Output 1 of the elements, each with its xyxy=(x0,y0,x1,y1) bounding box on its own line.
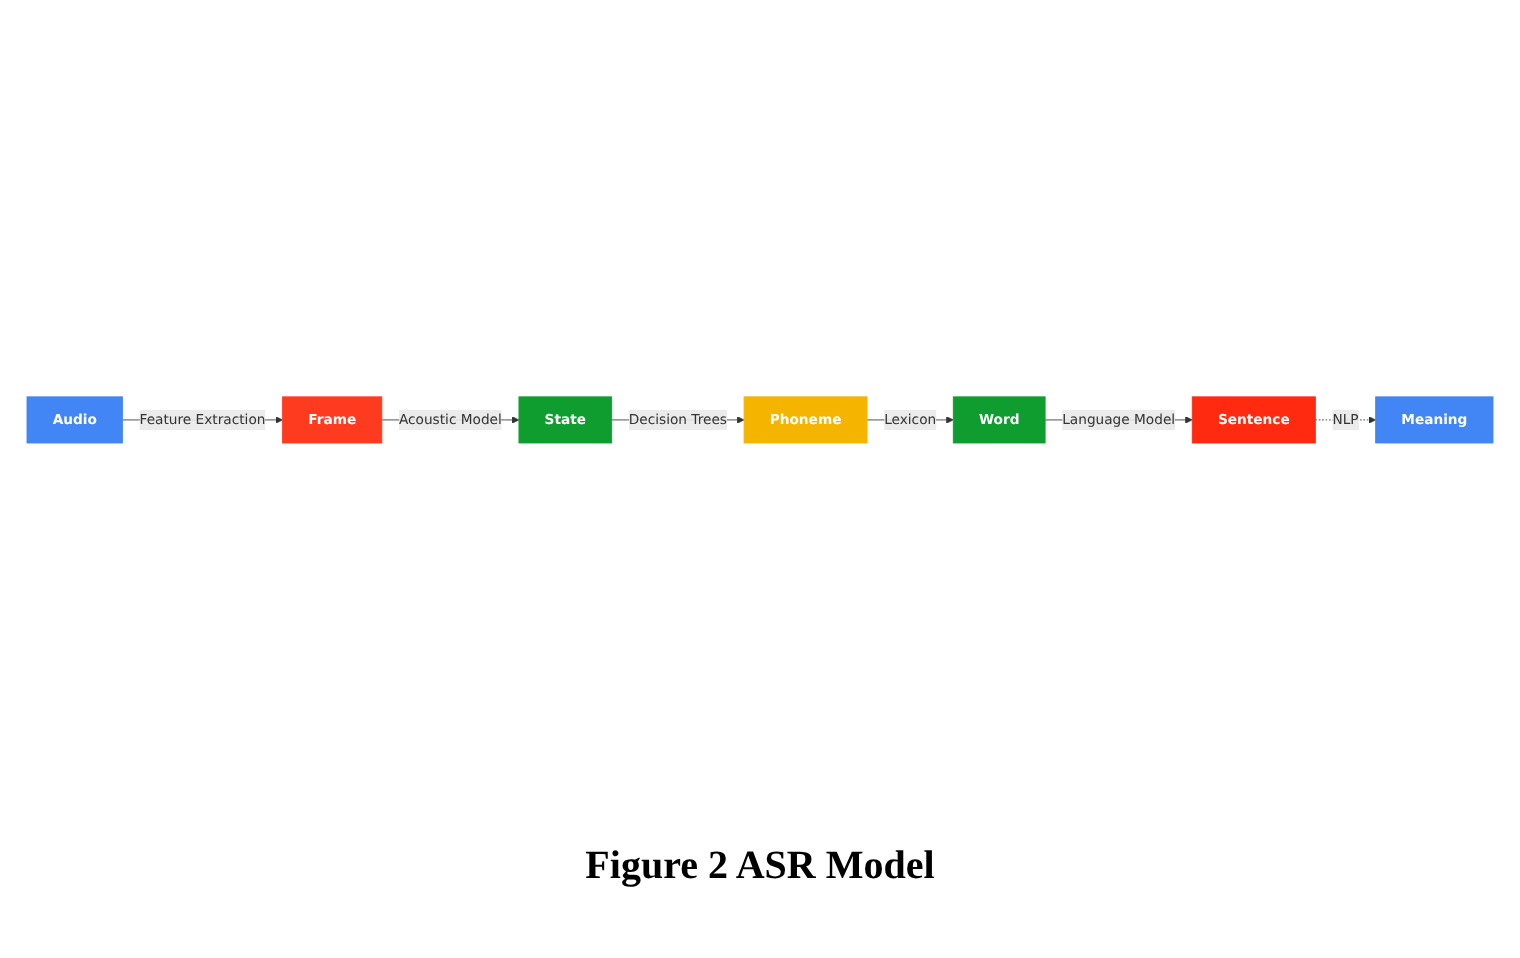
figure-caption: Figure 2 ASR Model xyxy=(583,844,937,890)
